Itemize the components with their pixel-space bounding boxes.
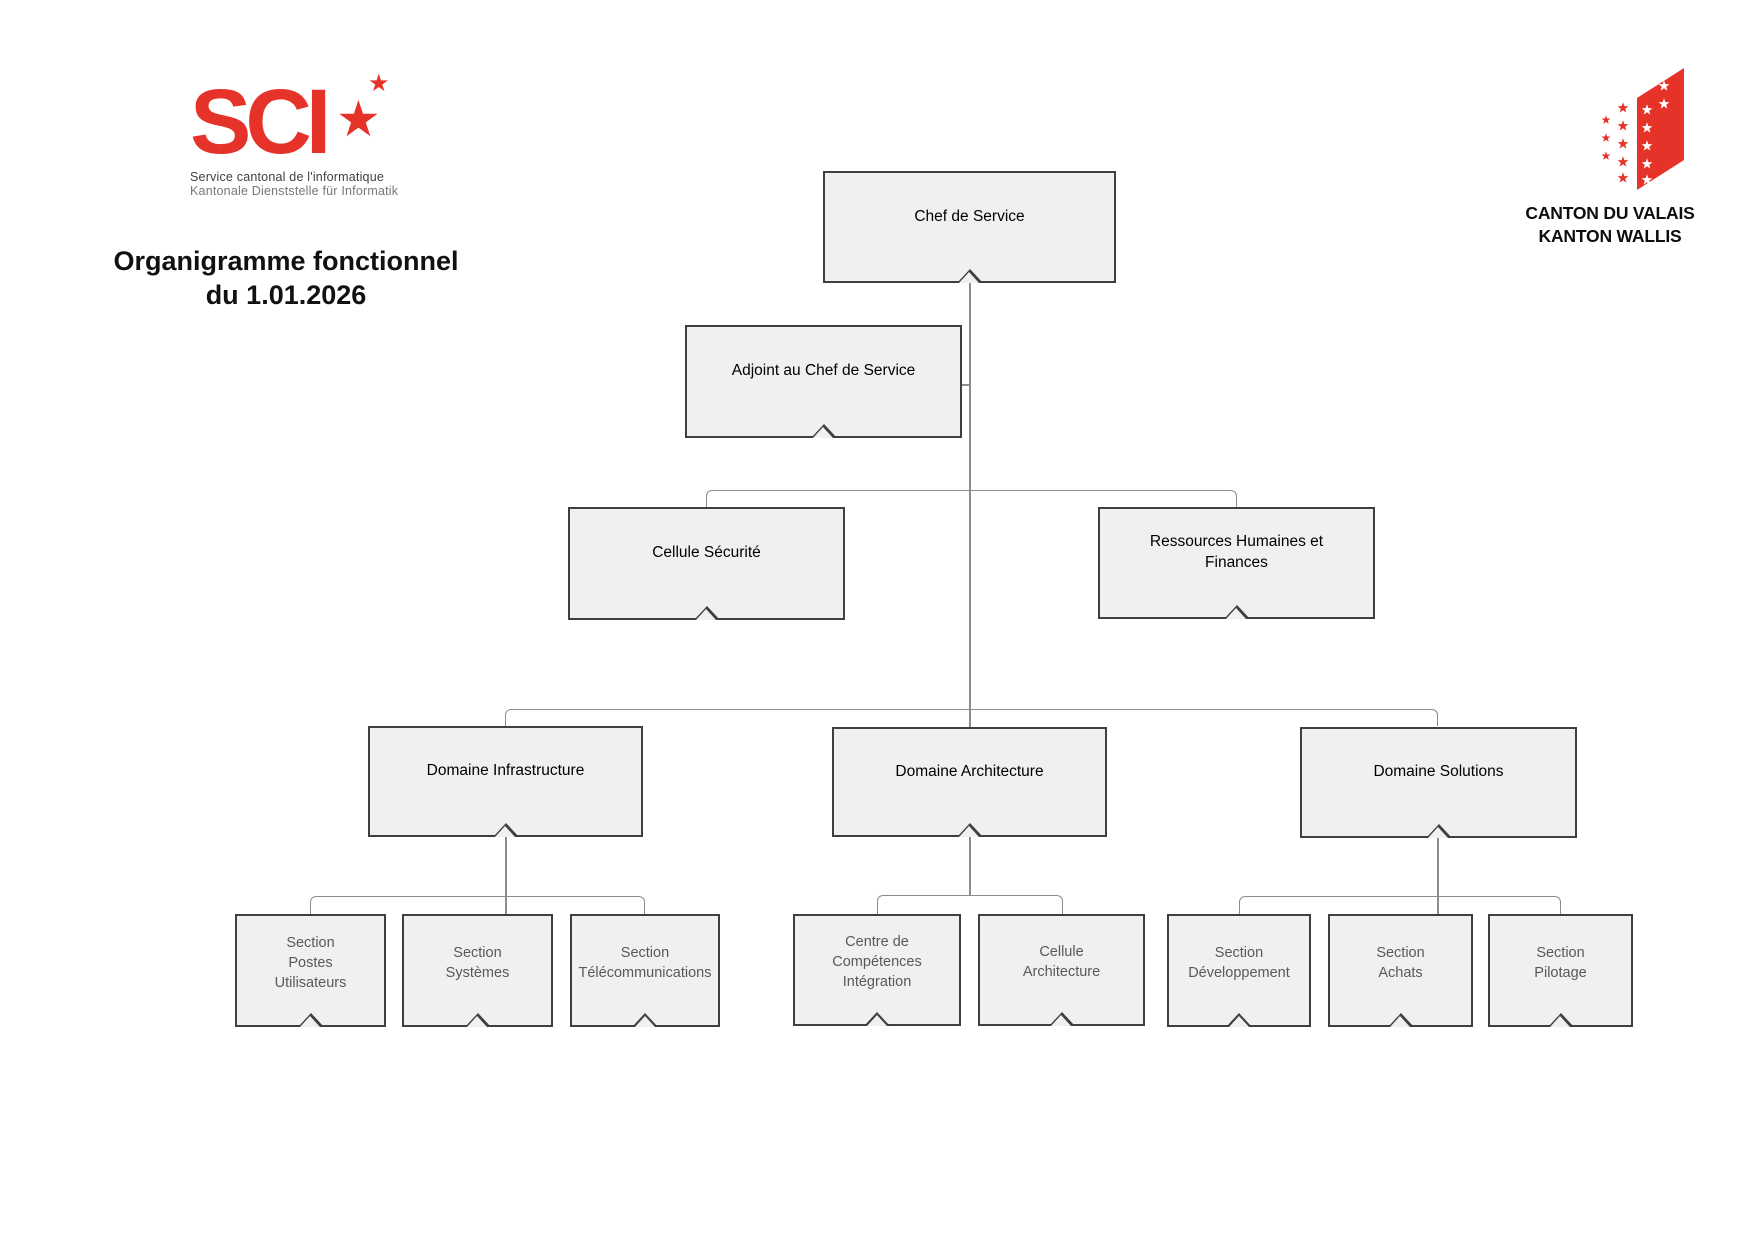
org-node-cellule-architecture: Cellule Architecture	[978, 914, 1145, 1026]
sci-subtitle-de: Kantonale Dienststelle für Informatik	[190, 184, 399, 198]
page-title: Organigramme fonctionnel du 1.01.2026	[26, 244, 546, 312]
org-node-adjoint: Adjoint au Chef de Service	[685, 325, 962, 438]
canton-label-fr: CANTON DU VALAIS	[1525, 203, 1695, 223]
node-label: Cellule Architecture	[1022, 944, 1101, 980]
node-label: Section Achats	[1376, 944, 1425, 981]
canton-valais-logo: CANTON DU VALAIS KANTON WALLIS	[1510, 62, 1710, 248]
node-label: Domaine Architecture	[895, 762, 1044, 780]
org-node-cellule-securite: Cellule Sécurité	[568, 507, 845, 620]
node-label: Cellule Sécurité	[652, 544, 761, 561]
sci-subtitle-fr: Service cantonal de l'informatique	[190, 170, 385, 184]
node-label: Section Télécommunications	[578, 944, 712, 981]
org-node-section-pilotage: Section Pilotage	[1488, 914, 1633, 1027]
page-title-line1: Organigramme fonctionnel	[113, 246, 459, 276]
org-node-section-postes-utilisateurs: Section Postes Utilisateurs	[235, 914, 386, 1027]
valais-flag-icon	[1601, 68, 1684, 190]
page-title-line2: du 1.01.2026	[205, 280, 367, 310]
org-node-domaine-solutions: Domaine Solutions	[1300, 727, 1577, 838]
node-label: Section Postes Utilisateurs	[274, 934, 347, 991]
org-node-rh-finances: Ressources Humaines et Finances	[1098, 507, 1375, 619]
node-label: Domaine Solutions	[1373, 763, 1504, 780]
star-outline-icon: ★	[331, 84, 385, 151]
connector-solutions-children	[1239, 896, 1561, 914]
sci-logo: SCI ★ ★ ★ Service cantonal de l'informat…	[190, 71, 470, 199]
connector-adjoint	[962, 384, 971, 386]
org-node-section-achats: Section Achats	[1328, 914, 1473, 1027]
node-label: Section Développement	[1188, 944, 1290, 981]
org-node-section-systemes: Section Systèmes	[402, 914, 553, 1027]
org-node-domaine-architecture: Domaine Architecture	[832, 727, 1107, 837]
connector-architecture-drop	[969, 837, 971, 896]
node-label: Domaine Infrastructure	[426, 762, 585, 779]
node-label: Section Systèmes	[445, 944, 510, 981]
connector-domaines-branch	[505, 709, 1438, 726]
sci-logo-text: SCI	[190, 71, 331, 173]
connector-architecture-children	[877, 895, 1063, 914]
connector-level3-branch	[706, 490, 1237, 507]
connector-solutions-drop	[1437, 838, 1439, 915]
org-node-section-telecommunications: Section Télécommunications	[570, 914, 720, 1027]
star-icon: ★	[368, 70, 390, 97]
connector-infrastructure-children	[310, 896, 645, 914]
node-label: Section Pilotage	[1534, 944, 1587, 981]
org-node-section-developpement: Section Développement	[1167, 914, 1311, 1027]
org-node-centre-competences-integration: Centre de Compétences Intégration	[793, 914, 961, 1026]
org-node-chef-de-service: Chef de Service	[823, 171, 1116, 283]
node-label: Adjoint au Chef de Service	[731, 362, 916, 379]
star-icon: ★	[336, 91, 381, 147]
node-label: Centre de Compétences Intégration	[832, 934, 922, 990]
connector-infrastructure-drop	[505, 837, 507, 915]
node-label: Ressources Humaines et Finances	[1149, 533, 1324, 571]
connector-trunk	[969, 282, 971, 728]
canton-label-de: KANTON WALLIS	[1538, 226, 1682, 246]
org-node-domaine-infrastructure: Domaine Infrastructure	[368, 726, 643, 837]
node-label: Chef de Service	[914, 207, 1025, 225]
